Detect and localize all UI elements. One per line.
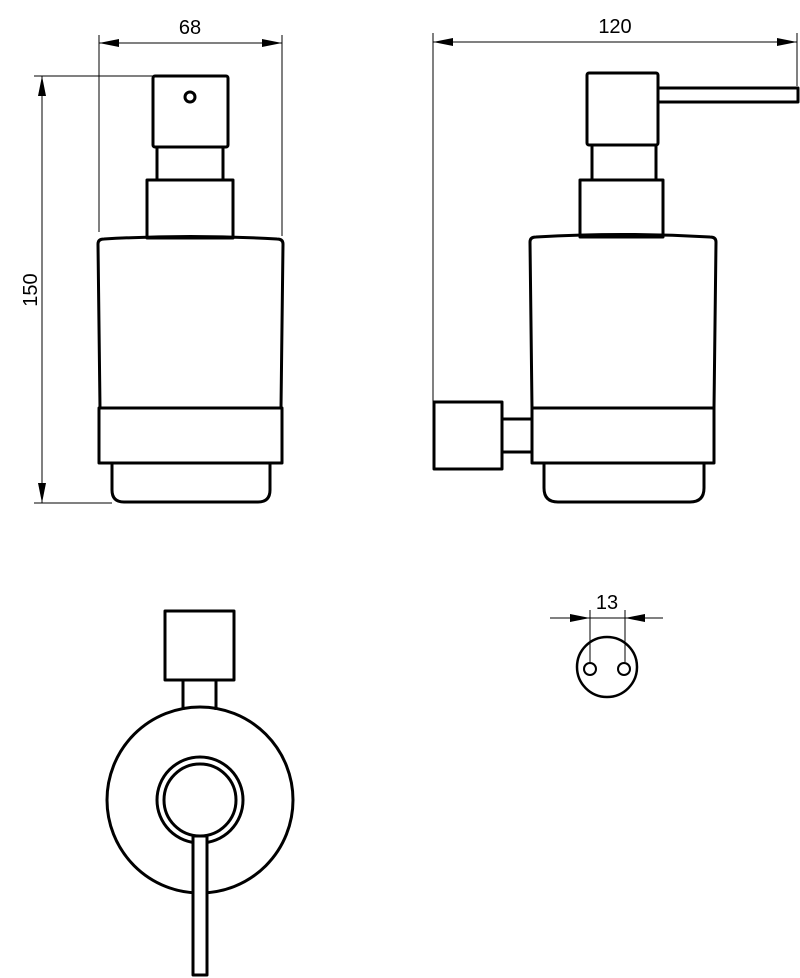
screw-hole [617, 662, 631, 676]
pump-neck [590, 143, 658, 182]
front-view [96, 74, 285, 504]
dimension-width-side: 120 [432, 16, 798, 402]
pump-collar [145, 178, 235, 240]
spout [656, 86, 800, 104]
connector-arm [181, 680, 218, 710]
pump-outer-ring [155, 755, 245, 845]
wall-mount [432, 400, 504, 471]
pump-head [151, 74, 230, 149]
base [110, 463, 272, 504]
holder-band [530, 406, 716, 465]
dimension-label-68: 68 [179, 17, 201, 39]
nozzle-hole [183, 90, 197, 104]
spout [191, 834, 209, 977]
dimension-height: 150 [20, 75, 153, 504]
pump-neck [155, 145, 225, 182]
top-view [105, 609, 295, 977]
glass-body [528, 233, 718, 409]
base [542, 463, 706, 504]
glass-body [96, 235, 285, 409]
dimension-width-front: 68 [98, 17, 283, 236]
dimension-label-150: 150 [20, 273, 42, 306]
dimension-label-13: 13 [596, 592, 618, 614]
wall-mount [163, 609, 236, 682]
dimension-label-120: 120 [598, 16, 631, 38]
connector-arm [502, 417, 532, 454]
pump-inner-ring [162, 762, 238, 838]
holder-band [97, 406, 284, 465]
mounting-plate: 13 [550, 592, 663, 699]
side-view [432, 71, 800, 504]
screw-hole [583, 662, 597, 676]
pump-collar [578, 178, 665, 239]
pump-head [585, 71, 660, 147]
